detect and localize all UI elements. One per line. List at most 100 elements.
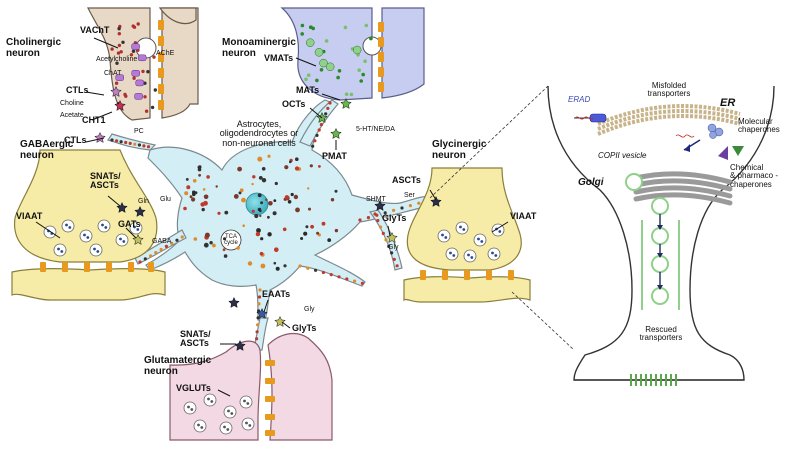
ache-label: AChE — [156, 50, 175, 57]
glial-process-gaba — [134, 229, 187, 265]
process-molecule-dot — [142, 144, 146, 148]
glial-molecule-dot — [259, 214, 262, 218]
glial-process-right — [368, 209, 403, 271]
glial-molecule-dot — [212, 243, 216, 248]
glial-molecule-dot — [206, 175, 210, 179]
monoamine-dot — [337, 69, 342, 73]
vesicle-content-dot — [101, 223, 104, 227]
acetylcholine-dot — [115, 61, 119, 65]
vmat-vesicle-icon — [305, 38, 315, 47]
cht1-transporter — [114, 99, 126, 111]
glial-molecule-dot — [203, 242, 209, 248]
glutamatergic-neuron — [169, 332, 333, 441]
membrane-transporter-helix — [675, 374, 677, 386]
vesicle-content-dot — [60, 250, 64, 253]
glial-molecule-dot — [184, 191, 189, 196]
glial-molecule-dot — [267, 215, 270, 219]
glial-molecule-dot — [289, 160, 292, 164]
pc-label: PC — [134, 128, 144, 135]
acetylcholine-dot — [143, 81, 147, 85]
postsynaptic-receptor — [464, 270, 470, 280]
process-molecule-dot — [392, 257, 396, 261]
chat-label: ChAT — [104, 70, 122, 77]
synaptic-vesicle — [61, 219, 75, 233]
acetylcholine-dot — [117, 27, 121, 31]
vesicle-content-dot — [246, 402, 250, 405]
glial-molecule-dot — [307, 187, 310, 190]
golgi-cisterna — [633, 171, 733, 185]
arrow-glyts-glut — [281, 321, 291, 329]
acetylcholine-dot — [117, 32, 122, 36]
transport-vesicle — [651, 287, 669, 305]
arrow-glyts-gly — [387, 225, 391, 237]
process-molecule-dot — [417, 201, 421, 205]
monoamine-dot — [308, 25, 313, 30]
glial-molecule-dot — [257, 207, 262, 212]
postsynaptic-receptor — [40, 262, 46, 272]
arrow-ctls-glia — [85, 137, 105, 143]
monoaminergic-molecules — [300, 23, 373, 97]
process-molecule-dot — [319, 123, 323, 127]
monoamine-dot — [369, 36, 373, 41]
monoamine-dot — [306, 73, 311, 77]
process-molecule-dot — [110, 138, 114, 142]
glial-molecule-dot — [257, 193, 262, 198]
vesicle-content-dot — [227, 409, 230, 413]
postsynaptic-receptor — [442, 270, 448, 280]
vesicle-content-dot — [119, 237, 122, 241]
cht1-label: CHT1 — [82, 115, 106, 125]
membrane-transporter-helix — [640, 374, 642, 386]
process-molecule-dot — [149, 254, 153, 258]
glutamatergic-receptors — [265, 360, 275, 436]
cholinergic-receptor — [158, 52, 164, 62]
gabaergic-postsynaptic — [11, 268, 166, 301]
er-membrane-layer — [597, 104, 741, 126]
process-molecule-dot — [146, 145, 151, 149]
glial-molecule-dot — [282, 227, 287, 232]
transporter-markers — [94, 85, 442, 351]
monoaminergic-neuron — [280, 7, 425, 101]
process-molecule-dot — [387, 244, 391, 248]
cholinergic-receptor — [158, 20, 164, 30]
glial-molecule-dot — [192, 190, 196, 194]
process-molecule-dot — [358, 218, 362, 222]
monoamines-label: 5-HT/NE/DA — [356, 126, 395, 133]
vesicle-content-dot — [444, 236, 448, 239]
cholinergic-terminal — [87, 7, 151, 121]
process-molecule-dot — [321, 270, 325, 275]
vesicle-content-dot — [86, 236, 90, 239]
synaptic-vesicle — [473, 233, 487, 247]
monoamine-dot — [336, 75, 340, 80]
acetate-label: Acetate — [60, 112, 84, 119]
arrow-vmats — [295, 57, 317, 67]
glial-molecule-dot — [247, 261, 253, 266]
glial-molecule-dot — [284, 165, 289, 170]
process-molecule-dot — [257, 309, 261, 313]
acetylcholine-dot — [144, 109, 149, 113]
glial-molecule-dot — [272, 211, 277, 216]
synaptic-vesicle — [43, 225, 57, 239]
process-molecule-dot — [360, 281, 364, 285]
acetylcholine-dot — [131, 24, 135, 28]
vesicle-content-dot — [68, 226, 72, 229]
synaptic-vesicle — [219, 421, 233, 435]
process-molecule-dot — [311, 144, 315, 148]
gabaergic-title: GABAergic neuron — [20, 139, 74, 161]
arrow-mats — [321, 93, 341, 101]
glyts-transporter-glut — [274, 315, 286, 327]
postsynaptic-receptor — [265, 378, 275, 384]
postsynaptic-receptor — [106, 262, 112, 272]
cholinergic-neuron — [87, 7, 199, 121]
trafficking-arrow-head — [657, 225, 663, 230]
vesicle-content-dot — [226, 428, 230, 431]
gln-gaba-label: Gln — [138, 198, 149, 205]
process-molecule-dot — [329, 273, 333, 277]
acetylcholine-dot — [152, 55, 156, 59]
ascts-gly-label: ASCTs — [392, 175, 421, 185]
glycinergic-receptors — [420, 270, 514, 280]
acetylcholine-dot — [116, 51, 121, 55]
vesicle-content-dot — [441, 233, 444, 237]
glia-title: Astrocytes, oligodendrocytes or non-neur… — [219, 119, 299, 148]
process-molecule-dot — [383, 211, 387, 215]
process-molecule-dot — [159, 247, 163, 252]
